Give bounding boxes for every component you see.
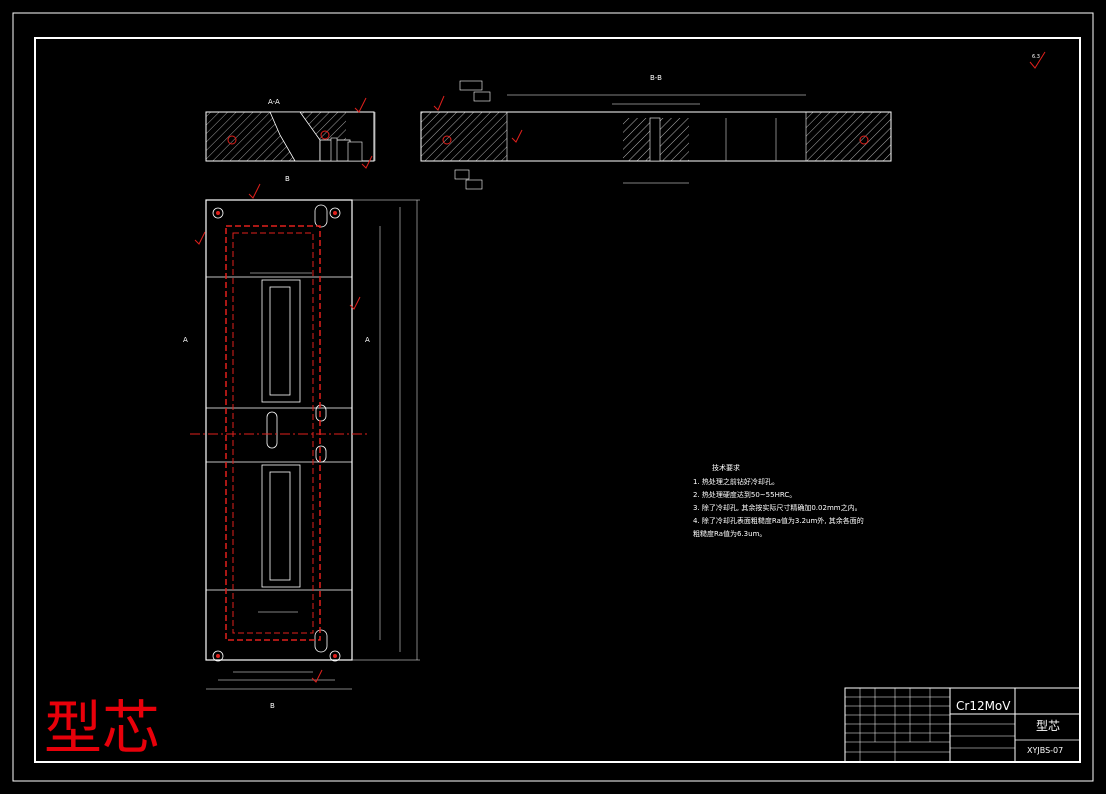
tech-note-line: 2. 热处理硬度达到50~55HRC。 bbox=[693, 490, 796, 499]
material-name: Cr12MoV bbox=[956, 699, 1011, 713]
plan-view: B B A A bbox=[183, 175, 420, 710]
tech-notes-heading: 技术要求 bbox=[712, 463, 740, 472]
section-bb-label: B-B bbox=[650, 74, 662, 82]
tech-note-line: 1. 热处理之前钻好冷却孔。 bbox=[693, 477, 779, 486]
general-roughness-symbol: 6.3 bbox=[1029, 51, 1046, 69]
part-title-large: 型芯 bbox=[44, 694, 160, 762]
tech-note-line: 粗糙度Ra值为6.3um。 bbox=[693, 529, 766, 538]
tech-note-line: 4. 除了冷却孔表面粗糙度Ra值为3.2um外, 其余各面的 bbox=[693, 516, 864, 525]
title-block: Cr12MoV 型芯 XYJBS-07 bbox=[844, 687, 1081, 763]
general-roughness-value: 6.3 bbox=[1032, 54, 1040, 60]
cut-mark-a-right: A bbox=[365, 336, 370, 344]
section-aa-view: A-A bbox=[205, 97, 376, 169]
technical-requirements: 技术要求 1. 热处理之前钻好冷却孔。 2. 热处理硬度达到50~55HRC。 … bbox=[693, 463, 864, 538]
cut-mark-b-bottom: B bbox=[270, 702, 275, 710]
inner-border bbox=[34, 37, 1081, 763]
tech-note-line: 3. 除了冷却孔, 其余按实际尺寸精确加0.02mm之内。 bbox=[693, 503, 862, 512]
cut-mark-a-left: A bbox=[183, 336, 188, 344]
outer-border bbox=[12, 12, 1094, 782]
cut-mark-b-top: B bbox=[285, 175, 290, 183]
drawing-number: XYJBS-07 bbox=[1027, 746, 1063, 755]
section-bb-view: B-B bbox=[420, 74, 892, 190]
title-block-part-name: 型芯 bbox=[1036, 719, 1060, 733]
section-aa-label: A-A bbox=[268, 98, 280, 106]
